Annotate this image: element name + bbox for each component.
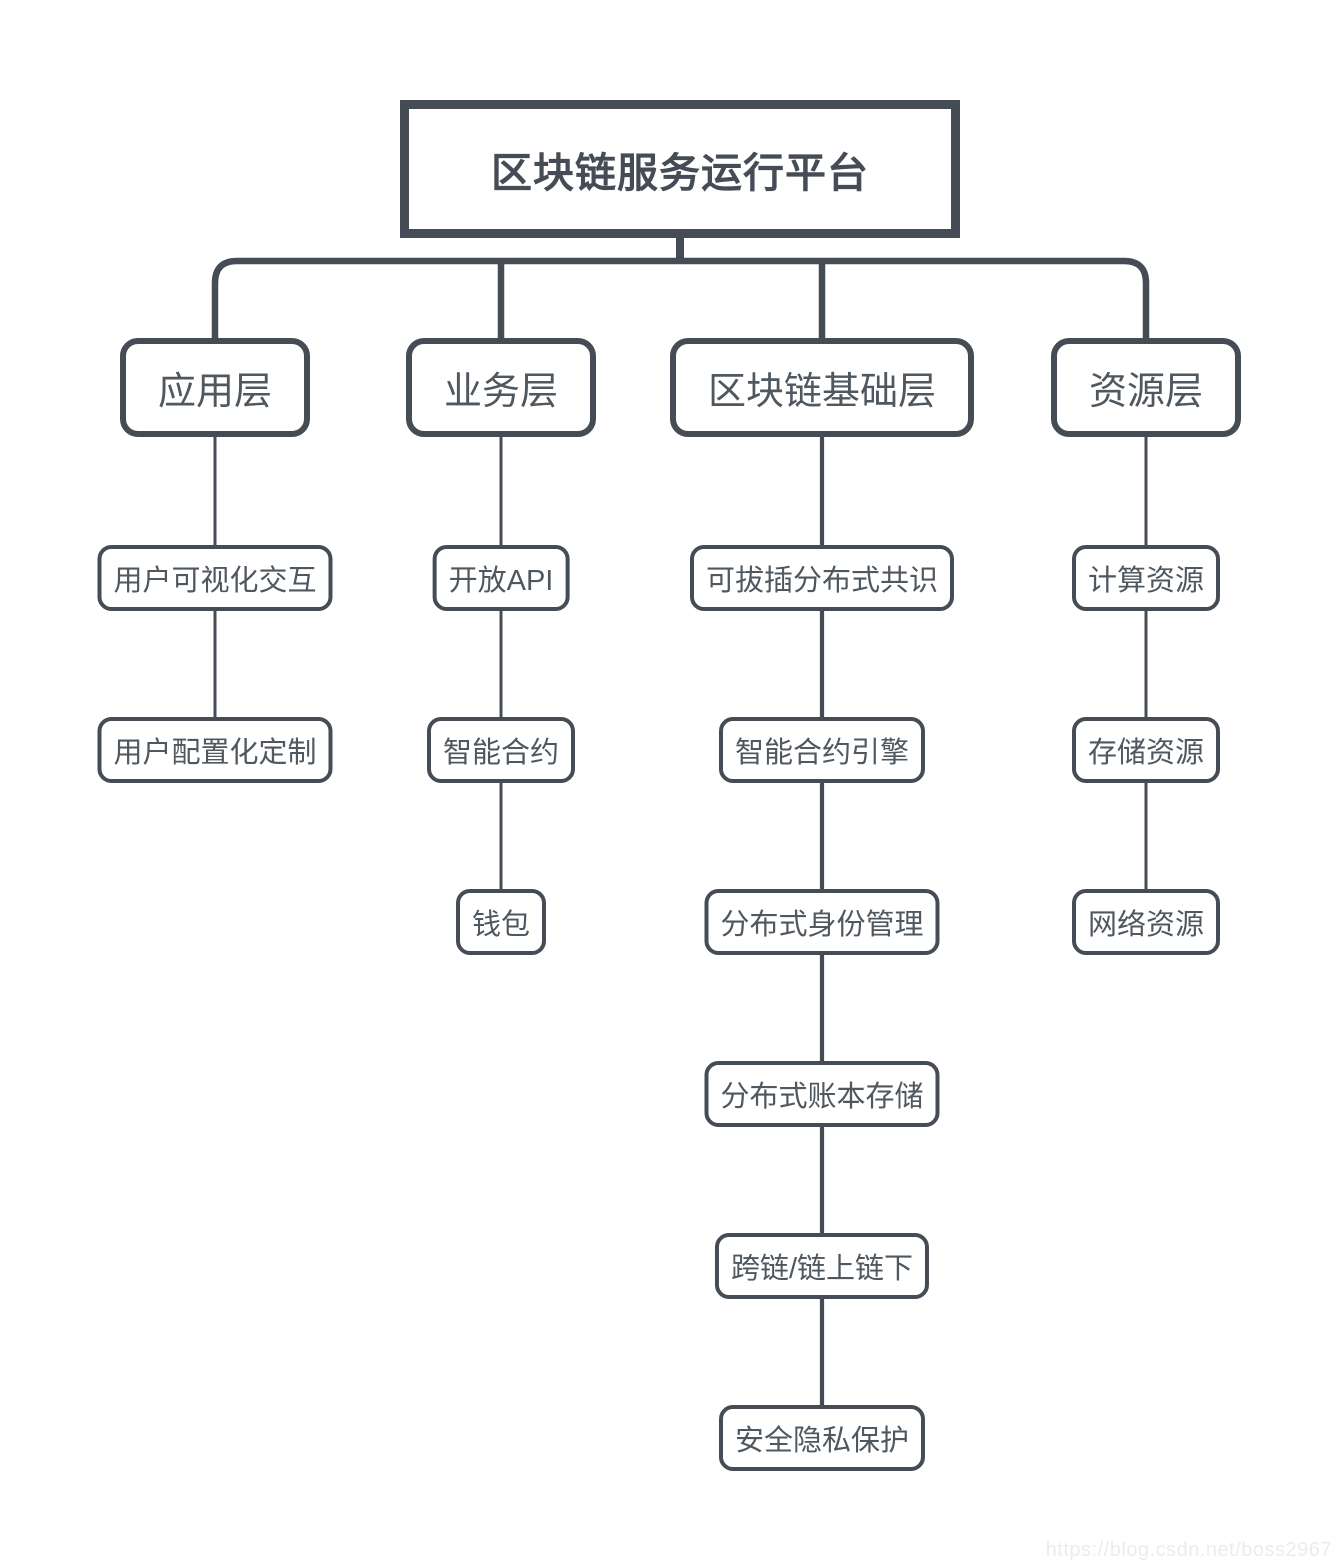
node-application-layer: 应用层 xyxy=(119,338,311,437)
node-compute-resource: 计算资源 xyxy=(1071,545,1221,611)
node-user-config-customization: 用户配置化定制 xyxy=(97,717,333,783)
node-open-api: 开放API xyxy=(432,545,570,611)
node-smart-contract-engine: 智能合约引擎 xyxy=(718,717,926,783)
trunk-line xyxy=(211,257,1150,340)
node-root-platform: 区块链服务运行平台 xyxy=(400,100,960,238)
node-cross-chain-on-off-chain: 跨链/链上链下 xyxy=(714,1233,930,1299)
node-distributed-ledger-storage: 分布式账本存储 xyxy=(704,1061,940,1127)
node-security-privacy-protection: 安全隐私保护 xyxy=(718,1405,926,1471)
node-user-visual-interaction: 用户可视化交互 xyxy=(97,545,333,611)
node-smart-contract: 智能合约 xyxy=(426,717,576,783)
node-business-layer: 业务层 xyxy=(405,338,597,437)
node-storage-resource: 存储资源 xyxy=(1071,717,1221,783)
node-network-resource: 网络资源 xyxy=(1071,889,1221,955)
csdn-watermark: https://blog.csdn.net/boss2967 xyxy=(1045,1539,1332,1561)
node-distributed-identity-management: 分布式身份管理 xyxy=(704,889,940,955)
node-pluggable-distributed-consensus: 可拔插分布式共识 xyxy=(689,545,955,611)
node-blockchain-base-layer: 区块链基础层 xyxy=(669,338,975,437)
node-wallet: 钱包 xyxy=(455,889,547,955)
node-resource-layer: 资源层 xyxy=(1050,338,1242,437)
